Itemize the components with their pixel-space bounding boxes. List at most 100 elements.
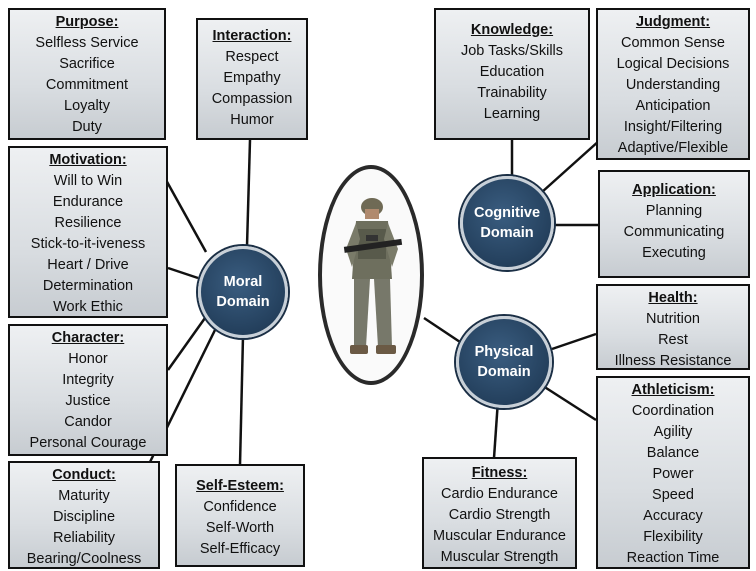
character-item: Candor <box>64 414 112 430</box>
moral-domain-label-line1: Moral <box>223 274 263 290</box>
judgment-item: Anticipation <box>635 98 711 114</box>
judgment-item: Logical Decisions <box>616 56 730 72</box>
interaction-item: Empathy <box>223 70 281 86</box>
conduct-item: Discipline <box>52 509 116 525</box>
knowledge-item: Job Tasks/Skills <box>460 43 564 59</box>
athleticism-item: Coordination <box>631 403 715 419</box>
motivation-item: Resilience <box>54 215 122 231</box>
cognitive-domain-label-line1: Cognitive <box>473 205 541 221</box>
motivation-item: Will to Win <box>53 173 123 189</box>
physical-domain-node: Physical Domain <box>456 316 552 408</box>
purpose-item: Sacrifice <box>59 56 115 72</box>
motivation-title: Motivation: <box>49 152 127 168</box>
knowledge-title: Knowledge: <box>470 22 554 38</box>
application-item: Executing <box>642 245 706 261</box>
motivation-item: Stick-to-it-iveness <box>30 236 146 252</box>
motivation-item: Heart / Drive <box>47 257 129 273</box>
application-box: Application: Planning Communicating Exec… <box>598 170 750 278</box>
character-item: Honor <box>68 351 108 367</box>
fitness-item: Cardio Endurance <box>441 486 558 502</box>
interaction-title: Interaction: <box>212 28 292 44</box>
judgment-item: Insight/Filtering <box>623 119 723 135</box>
knowledge-item: Education <box>479 64 545 80</box>
health-item: Nutrition <box>646 311 700 327</box>
cognitive-domain-label-line2: Domain <box>480 225 534 241</box>
connector-physical-athleticism <box>542 384 597 422</box>
self-esteem-item: Confidence <box>203 499 277 515</box>
character-item: Integrity <box>62 372 114 388</box>
fitness-item: Muscular Endurance <box>433 528 566 544</box>
conduct-item: Reliability <box>52 530 116 546</box>
purpose-box: Purpose: Selfless Service Sacrifice Comm… <box>8 8 166 140</box>
soldier-illustration <box>343 198 403 354</box>
athleticism-box: Athleticism: Coordination Agility Balanc… <box>596 376 750 569</box>
moral-domain-node: Moral Domain <box>198 246 288 338</box>
interaction-box: Interaction: Respect Empathy Compassion … <box>196 18 308 140</box>
conduct-title: Conduct: <box>52 467 116 483</box>
judgment-item: Understanding <box>625 77 721 93</box>
connector-physical-health <box>551 332 597 351</box>
application-item: Communicating <box>623 224 725 240</box>
judgment-box: Judgment: Common Sense Logical Decisions… <box>596 8 750 160</box>
athleticism-title: Athleticism: <box>631 382 715 398</box>
athleticism-item: Agility <box>653 424 693 440</box>
self-esteem-item: Self-Efficacy <box>199 541 281 557</box>
athleticism-item: Reaction Time <box>626 550 720 566</box>
health-item: Illness Resistance <box>614 353 732 369</box>
athleticism-item: Balance <box>646 445 700 461</box>
conduct-box: Conduct: Maturity Discipline Reliability… <box>8 461 160 569</box>
motivation-item: Endurance <box>52 194 124 210</box>
moral-domain-label-line2: Domain <box>216 294 270 310</box>
character-box: Character: Honor Integrity Justice Cando… <box>8 324 168 456</box>
motivation-item: Determination <box>42 278 134 294</box>
fitness-box: Fitness: Cardio Endurance Cardio Strengt… <box>422 457 577 569</box>
athleticism-item: Power <box>652 466 694 482</box>
character-item: Personal Courage <box>29 435 147 451</box>
interaction-item: Respect <box>225 49 279 65</box>
fitness-title: Fitness: <box>471 465 528 481</box>
health-title: Health: <box>648 290 698 306</box>
cognitive-domain-node: Cognitive Domain <box>460 176 554 270</box>
purpose-item: Loyalty <box>64 98 110 114</box>
judgment-item: Common Sense <box>621 35 725 51</box>
connector-cognitive-judgment <box>541 139 601 193</box>
connector-moral-purpose <box>164 179 208 253</box>
judgment-item: Adaptive/Flexible <box>617 140 729 156</box>
connector-moral-motivation <box>167 266 199 280</box>
self-esteem-item: Self-Worth <box>205 520 275 536</box>
knowledge-item: Learning <box>483 106 541 122</box>
purpose-title: Purpose: <box>55 14 119 30</box>
character-title: Character: <box>51 330 125 346</box>
purpose-item: Duty <box>72 119 102 135</box>
athleticism-item: Flexibility <box>643 529 703 545</box>
interaction-item: Compassion <box>211 91 293 107</box>
connector-moral-interaction <box>245 139 252 247</box>
physical-domain-label-line2: Domain <box>477 364 531 380</box>
conduct-item: Maturity <box>58 488 110 504</box>
knowledge-item: Trainability <box>477 85 547 101</box>
motivation-item: Work Ethic <box>53 299 123 315</box>
purpose-item: Commitment <box>45 77 129 93</box>
athleticism-item: Speed <box>652 487 694 503</box>
connector-physical-fitness <box>492 399 500 459</box>
judgment-title: Judgment: <box>635 14 711 30</box>
health-item: Rest <box>658 332 688 348</box>
connector-moral-self-esteem <box>238 335 245 466</box>
interaction-item: Humor <box>230 112 274 128</box>
knowledge-box: Knowledge: Job Tasks/Skills Education Tr… <box>434 8 590 140</box>
connector-physical-cognitive <box>423 316 461 344</box>
application-title: Application: <box>632 182 716 198</box>
health-box: Health: Nutrition Rest Illness Resistanc… <box>596 284 750 370</box>
character-item: Justice <box>65 393 111 409</box>
fitness-item: Cardio Strength <box>448 507 551 523</box>
fitness-item: Muscular Strength <box>440 549 559 565</box>
purpose-item: Selfless Service <box>35 35 139 51</box>
self-esteem-title: Self-Esteem: <box>196 478 284 494</box>
self-esteem-box: Self-Esteem: Confidence Self-Worth Self-… <box>175 464 305 567</box>
motivation-box: Motivation: Will to Win Endurance Resili… <box>8 146 168 318</box>
soldier-oval-frame <box>318 165 424 385</box>
connector-moral-character <box>166 317 207 371</box>
conduct-item: Bearing/Coolness <box>26 551 142 567</box>
athleticism-item: Accuracy <box>643 508 703 524</box>
